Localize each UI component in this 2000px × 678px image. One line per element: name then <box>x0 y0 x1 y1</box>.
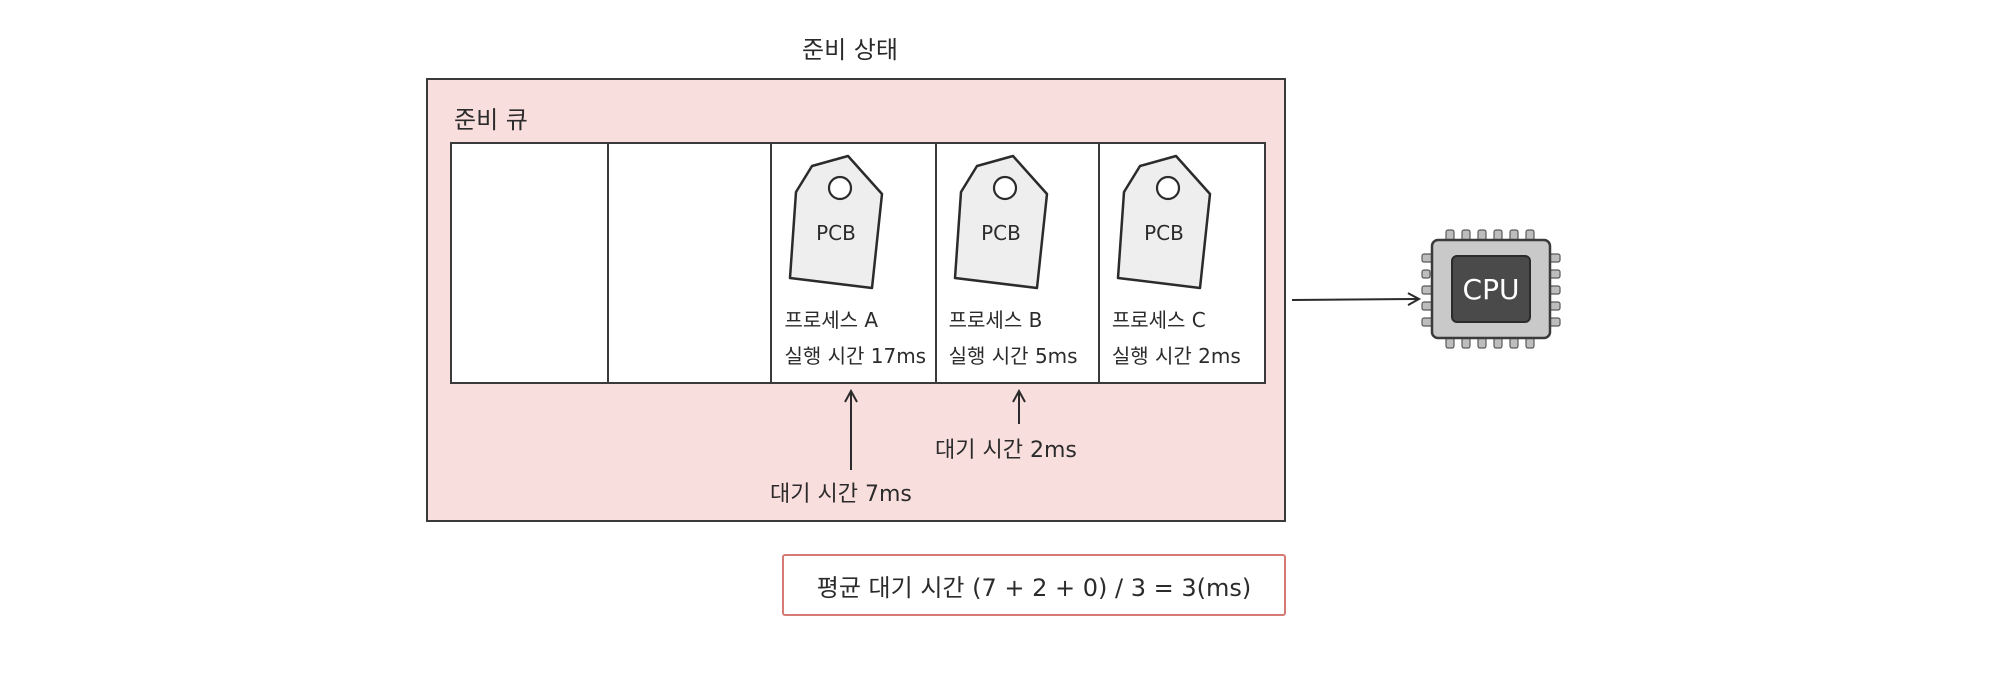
queue-slot-process-a: PCB 프로세스 A 실행 시간 17ms <box>772 144 937 382</box>
process-exec-time: 실행 시간 17ms <box>784 344 927 368</box>
wait-time-label-b: 대기 시간 2ms <box>935 438 1077 463</box>
cpu-chip-icon: CPU <box>1421 229 1561 349</box>
pcb-tag-icon: PCB <box>789 154 884 290</box>
pcb-label: PCB <box>817 221 857 245</box>
pcb-tag-icon: PCB <box>953 154 1048 290</box>
pcb-label: PCB <box>981 221 1021 245</box>
process-name: 프로세스 A <box>784 308 879 332</box>
process-exec-time: 실행 시간 2ms <box>1111 344 1241 368</box>
queue-to-cpu-arrow <box>1291 299 1418 300</box>
pcb-tag-icon: PCB <box>1116 154 1212 290</box>
queue-slot-process-b: PCB 프로세스 B 실행 시간 5ms <box>937 144 1100 382</box>
cpu-label: CPU <box>1463 273 1520 306</box>
ready-queue-label: 준비 큐 <box>454 106 528 134</box>
process-name: 프로세스 C <box>1111 308 1206 332</box>
ready-state-title: 준비 상태 <box>802 36 898 64</box>
process-exec-time: 실행 시간 5ms <box>948 344 1078 368</box>
queue-slot-process-c: PCB 프로세스 C 실행 시간 2ms <box>1100 144 1264 382</box>
process-name: 프로세스 B <box>948 308 1043 332</box>
queue-slot-empty-2 <box>609 144 773 382</box>
queue-slot-empty-1 <box>452 144 610 382</box>
average-wait-time-box: 평균 대기 시간 (7 + 2 + 0) / 3 = 3(ms) <box>782 554 1286 616</box>
ready-queue: PCB 프로세스 A 실행 시간 17ms PCB 프로세스 B 실행 시간 5… <box>450 142 1266 384</box>
wait-time-label-a: 대기 시간 7ms <box>770 482 912 507</box>
pcb-label: PCB <box>1144 221 1184 245</box>
average-wait-time-text: 평균 대기 시간 (7 + 2 + 0) / 3 = 3(ms) <box>816 573 1252 602</box>
